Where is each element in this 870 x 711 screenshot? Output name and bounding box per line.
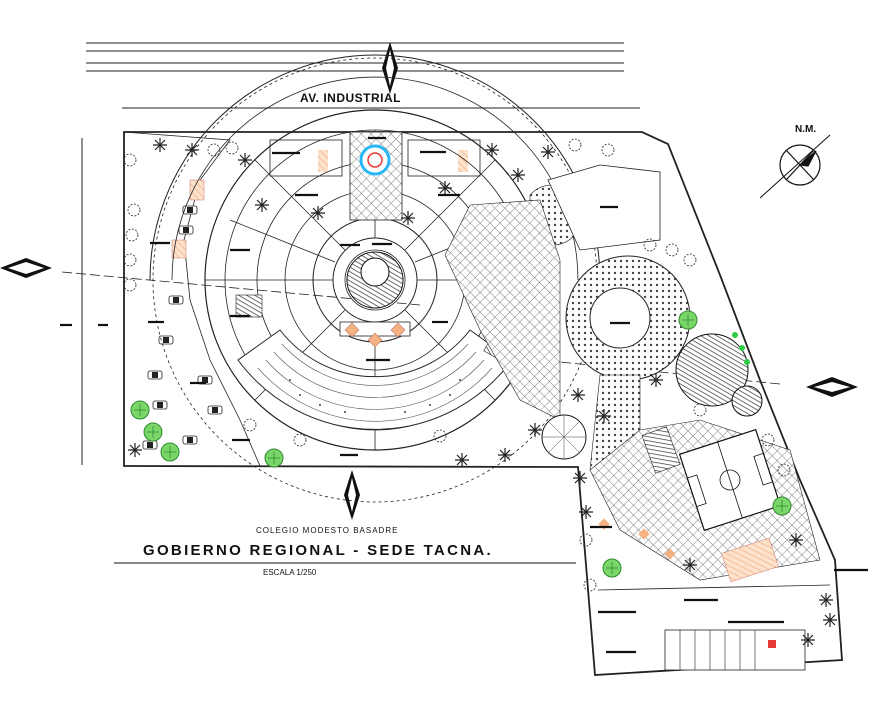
street-label: AV. INDUSTRIAL xyxy=(300,91,402,105)
north-arrow-icon xyxy=(759,134,831,199)
north-label: N.M. xyxy=(795,124,817,135)
scale-label: ESCALA 1/250 xyxy=(263,568,317,577)
vegetation xyxy=(123,137,838,648)
adjacent-property-label: COLEGIO MODESTO BASADRE xyxy=(256,526,399,535)
avenue-road xyxy=(86,42,640,109)
site-boundary xyxy=(123,131,843,676)
sports-court xyxy=(678,428,782,532)
drawing-title: GOBIERNO REGIONAL - SEDE TACNA. xyxy=(143,542,493,559)
lower-service-zone xyxy=(597,518,831,671)
annotation-marks xyxy=(60,136,868,654)
